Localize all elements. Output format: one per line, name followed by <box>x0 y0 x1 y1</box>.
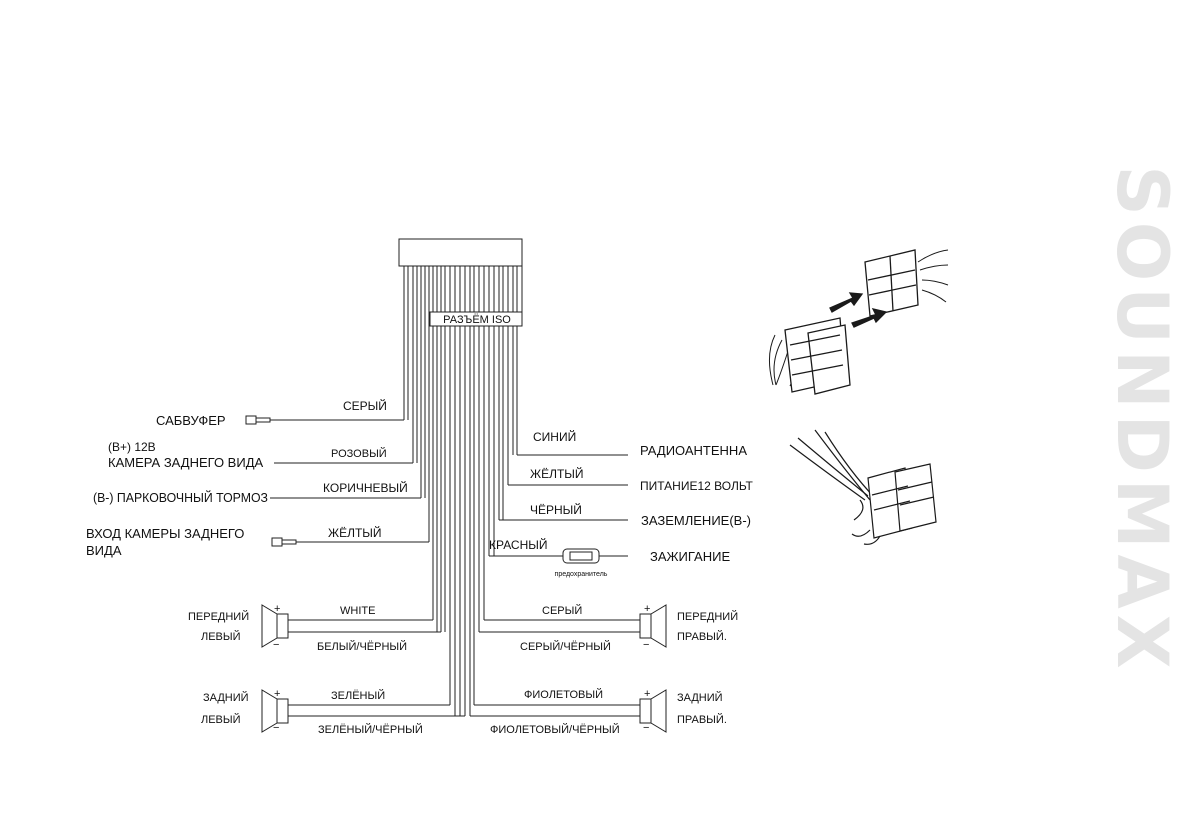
plug-insertion-illustration <box>789 429 937 545</box>
ignition-target: ЗАЖИГАНИЕ <box>650 549 730 564</box>
fuse-label: предохранитель <box>555 571 608 578</box>
iso-connector-illustration <box>769 249 949 395</box>
front-right-speaker-name-1: ПЕРЕДНИЙ <box>677 610 738 623</box>
front-left-minus-wire-label: БЕЛЫЙ/ЧЁРНЫЙ <box>317 640 407 653</box>
ground-target: ЗАЗЕМЛЕНИЕ(B-) <box>641 513 751 528</box>
front-right-plus-mark: + <box>644 603 650 615</box>
camera-input-target-line2: ВИДА <box>86 543 122 558</box>
rear-camera-power-target-line2: КАМЕРА ЗАДНЕГО ВИДА <box>108 455 263 470</box>
power-wire-color: ЖЁЛТЫЙ <box>530 466 584 481</box>
head-unit-connector <box>398 238 523 267</box>
rear-left-minus-wire-label: ЗЕЛЁНЫЙ/ЧЁРНЫЙ <box>318 723 423 736</box>
subwoofer-target: САБВУФЕР <box>156 413 226 428</box>
parking-brake-target: (B-) ПАРКОВОЧНЫЙ ТОРМОЗ <box>93 490 268 505</box>
front-right-plus-wire-label: СЕРЫЙ <box>542 604 582 617</box>
rear-left-minus-mark: − <box>273 722 279 734</box>
rear-right-plus-wire-label: ФИОЛЕТОВЫЙ <box>524 688 603 701</box>
rear-right-plus-mark: + <box>644 688 650 700</box>
ground-wire-color: ЧЁРНЫЙ <box>530 502 582 517</box>
antenna-target: РАДИОАНТЕННА <box>640 443 747 458</box>
camera-input-wire-color: ЖЁЛТЫЙ <box>328 525 382 540</box>
antenna-wire-color: СИНИЙ <box>533 429 576 444</box>
front-left-speaker-icon <box>261 604 289 648</box>
front-right-speaker-name-2: ПРАВЫЙ. <box>677 630 727 643</box>
front-right-minus-mark: − <box>643 639 649 651</box>
rear-camera-power-target-line1: (B+) 12B <box>108 440 156 454</box>
front-left-minus-mark: − <box>273 639 279 651</box>
rear-right-minus-wire-label: ФИОЛЕТОВЫЙ/ЧЁРНЫЙ <box>490 723 620 736</box>
rear-left-plus-wire-label: ЗЕЛЁНЫЙ <box>331 689 385 702</box>
fuse <box>562 548 600 564</box>
iso-connector-box <box>429 311 523 327</box>
front-left-speaker-name-1: ПЕРЕДНИЙ <box>188 610 249 623</box>
front-right-minus-wire-label: СЕРЫЙ/ЧЁРНЫЙ <box>520 640 611 653</box>
wire-bundle <box>403 266 523 716</box>
rear-left-speaker-name-2: ЛЕВЫЙ <box>201 713 241 726</box>
front-right-speaker-icon <box>639 604 667 648</box>
parking-brake-wire-color: КОРИЧНЕВЫЙ <box>323 480 408 495</box>
rear-right-speaker-name-1: ЗАДНИЙ <box>677 691 723 704</box>
rear-camera-power-wire-color: РОЗОВЫЙ <box>331 447 387 460</box>
fuse-element <box>569 551 593 561</box>
subwoofer-plug-tip <box>255 417 271 423</box>
camera-input-plug-tip <box>281 539 297 545</box>
camera-input-target-line1: ВХОД КАМЕРЫ ЗАДНЕГО <box>86 526 244 541</box>
brand-logo: SOUNDMAX <box>1101 165 1183 675</box>
rear-left-speaker-icon <box>261 689 289 733</box>
subwoofer-wire-color: СЕРЫЙ <box>343 398 387 413</box>
rear-right-minus-mark: − <box>643 722 649 734</box>
iso-connector-label: РАЗЪЁМ ISO <box>443 314 511 326</box>
front-left-plus-mark: + <box>274 603 280 615</box>
front-left-plus-wire-label: WHITE <box>340 605 375 617</box>
rear-left-speaker-name-1: ЗАДНИЙ <box>203 691 249 704</box>
front-left-speaker-name-2: ЛЕВЫЙ <box>201 630 241 643</box>
subwoofer-plug <box>245 415 257 425</box>
power-target: ПИТАНИЕ12 ВОЛЬТ <box>640 479 754 493</box>
rear-right-speaker-name-2: ПРАВЫЙ. <box>677 713 727 726</box>
camera-input-plug <box>271 537 283 547</box>
ignition-wire-color: КРАСНЫЙ <box>489 537 548 552</box>
rear-right-speaker-icon <box>639 689 667 733</box>
rear-left-plus-mark: + <box>274 688 280 700</box>
